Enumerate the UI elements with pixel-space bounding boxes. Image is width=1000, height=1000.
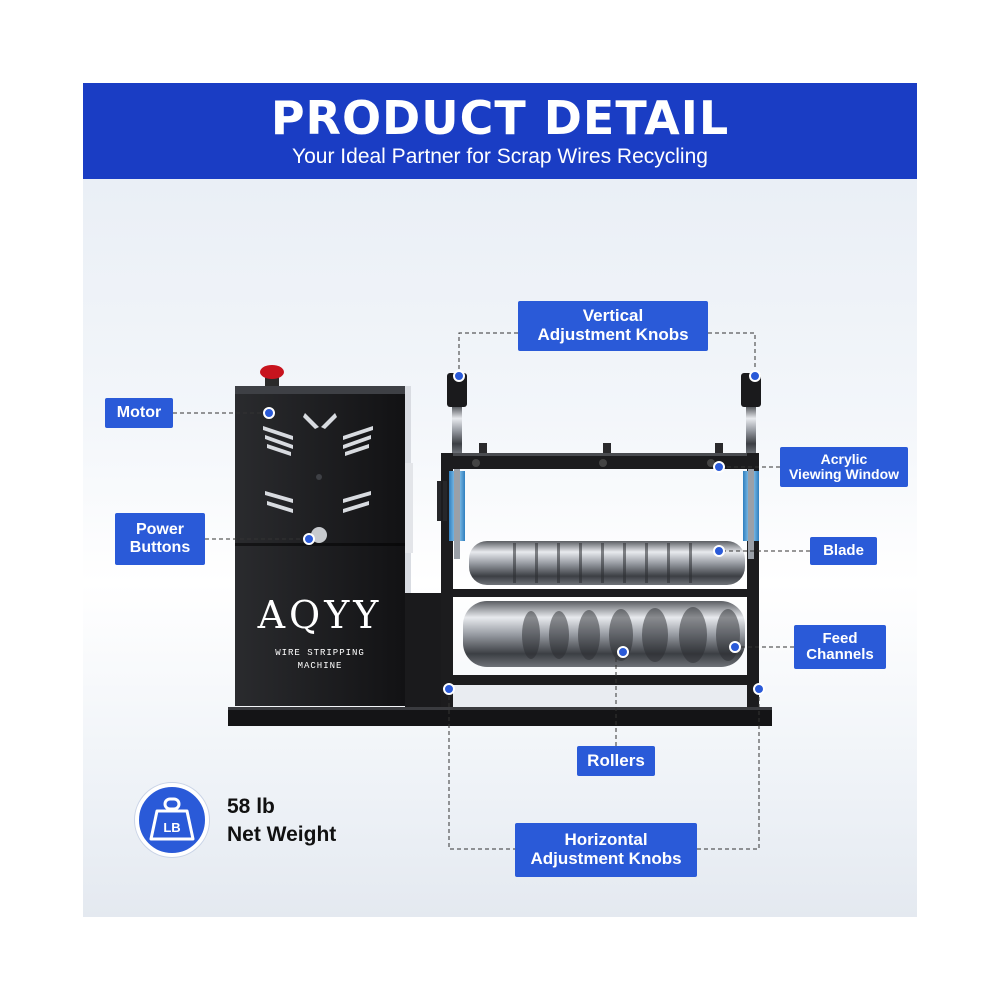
callout-blade: Blade bbox=[810, 537, 877, 565]
weight-info: 58 lb Net Weight bbox=[227, 793, 336, 849]
feed-marker bbox=[729, 641, 741, 653]
machine-illustration: AQYY WIRE STRIPPING MACHINE bbox=[173, 332, 810, 850]
base-plate bbox=[228, 707, 772, 726]
product-detail-card: PRODUCT DETAIL Your Ideal Partner for Sc… bbox=[83, 83, 917, 917]
horiz-right-marker bbox=[753, 683, 765, 695]
vertical-adjustment-knob-right bbox=[741, 373, 761, 559]
rollers-marker bbox=[617, 646, 629, 658]
vertical-adjustment-knob-left bbox=[447, 373, 467, 559]
callout-vertical-knobs: Vertical Adjustment Knobs bbox=[518, 301, 708, 351]
callout-rollers: Rollers bbox=[577, 746, 655, 776]
gearbox bbox=[405, 593, 445, 707]
motor-marker bbox=[263, 407, 275, 419]
product-caption-line2: MACHINE bbox=[298, 661, 343, 671]
blade-marker bbox=[713, 545, 725, 557]
acrylic-marker bbox=[713, 461, 725, 473]
weight-label: Net Weight bbox=[227, 823, 337, 846]
vert-right-marker bbox=[749, 370, 761, 382]
weight-icon: LB bbox=[135, 783, 209, 857]
header-banner: PRODUCT DETAIL Your Ideal Partner for Sc… bbox=[83, 83, 917, 179]
callout-feed-channels: Feed Channels bbox=[794, 625, 886, 669]
svg-text:LB: LB bbox=[163, 820, 180, 835]
blade-roller bbox=[469, 541, 745, 585]
callout-acrylic-window: Acrylic Viewing Window bbox=[780, 447, 908, 487]
callout-power-buttons: Power Buttons bbox=[115, 513, 205, 565]
callout-horizontal-knobs: Horizontal Adjustment Knobs bbox=[515, 823, 697, 877]
emergency-stop-button bbox=[260, 365, 284, 379]
page-title: PRODUCT DETAIL bbox=[270, 91, 730, 145]
page-subtitle: Your Ideal Partner for Scrap Wires Recyc… bbox=[292, 145, 708, 168]
horiz-left-marker bbox=[443, 683, 455, 695]
motor-housing: AQYY WIRE STRIPPING MACHINE bbox=[235, 365, 411, 706]
brand-logo: AQYY bbox=[257, 593, 383, 637]
weight-value: 58 lb bbox=[227, 795, 275, 818]
product-caption-line1: WIRE STRIPPING bbox=[275, 648, 365, 658]
power-marker bbox=[303, 533, 315, 545]
callout-motor: Motor bbox=[105, 398, 173, 428]
vert-left-marker bbox=[453, 370, 465, 382]
